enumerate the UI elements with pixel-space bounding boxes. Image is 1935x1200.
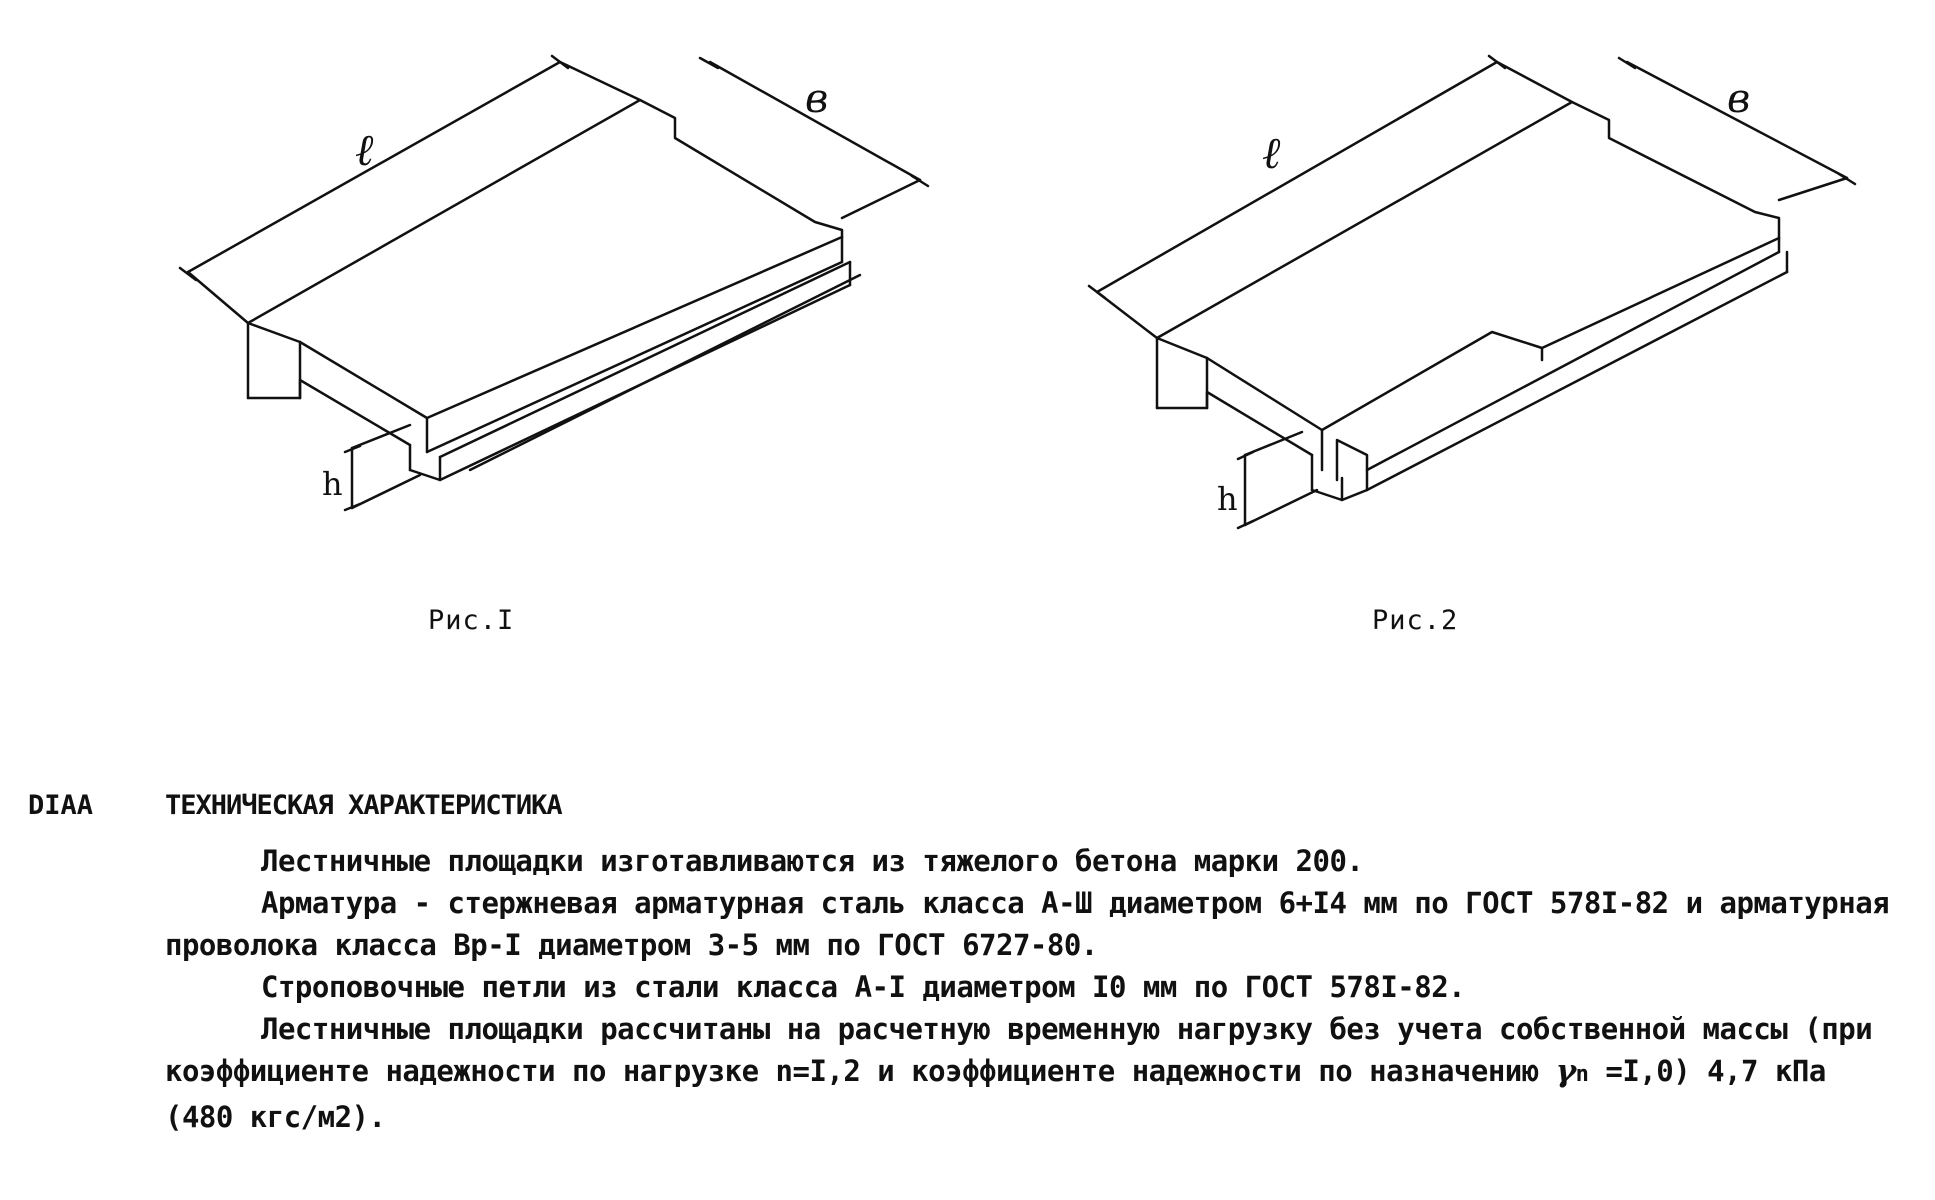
load-text-part1: Лестничные площадки рассчитаны на расчет… [165, 1012, 1873, 1088]
spec-paragraph-lifting-loops: Строповочные петли из стали класса А-I д… [261, 970, 1466, 1004]
spec-paragraph-concrete: Лестничные площадки изготавливаются из т… [261, 844, 1364, 878]
landing-slab-drawing-1: ℓ в h [178, 54, 930, 512]
dim-width-label: в [1727, 76, 1750, 122]
figure-caption: Рис.I [428, 605, 515, 636]
spec-paragraph-reinforcement: Арматура - стержневая арматурная сталь к… [165, 886, 1890, 962]
spec-body: Лестничные площадки изготавливаются из т… [165, 840, 1910, 1138]
figure-caption: Рис.2 [1372, 605, 1459, 636]
dim-height-label: h [322, 465, 343, 503]
figure-2: ℓ в h Рис.2 [967, 0, 1934, 640]
gamma-subscript: n [1575, 1062, 1589, 1087]
spec-code: DIAA [28, 790, 94, 821]
gamma-symbol: γ [1555, 1053, 1576, 1089]
dim-height-label: h [1217, 480, 1238, 518]
landing-slab-drawing-2: ℓ в h [1087, 54, 1857, 530]
dim-length-label: ℓ [355, 125, 374, 176]
figure-1: ℓ в h Рис.I [0, 0, 967, 640]
dim-length-label: ℓ [1262, 128, 1281, 179]
dim-width-label: в [805, 76, 828, 122]
load-text-part2: =I,0) 4,7 кПа (480 кгс/м2). [165, 1054, 1826, 1134]
spec-paragraph-load: Лестничные площадки рассчитаны на расчет… [165, 1008, 1910, 1138]
spec-title: ТЕХНИЧЕСКАЯ ХАРАКТЕРИСТИКА [165, 790, 563, 821]
